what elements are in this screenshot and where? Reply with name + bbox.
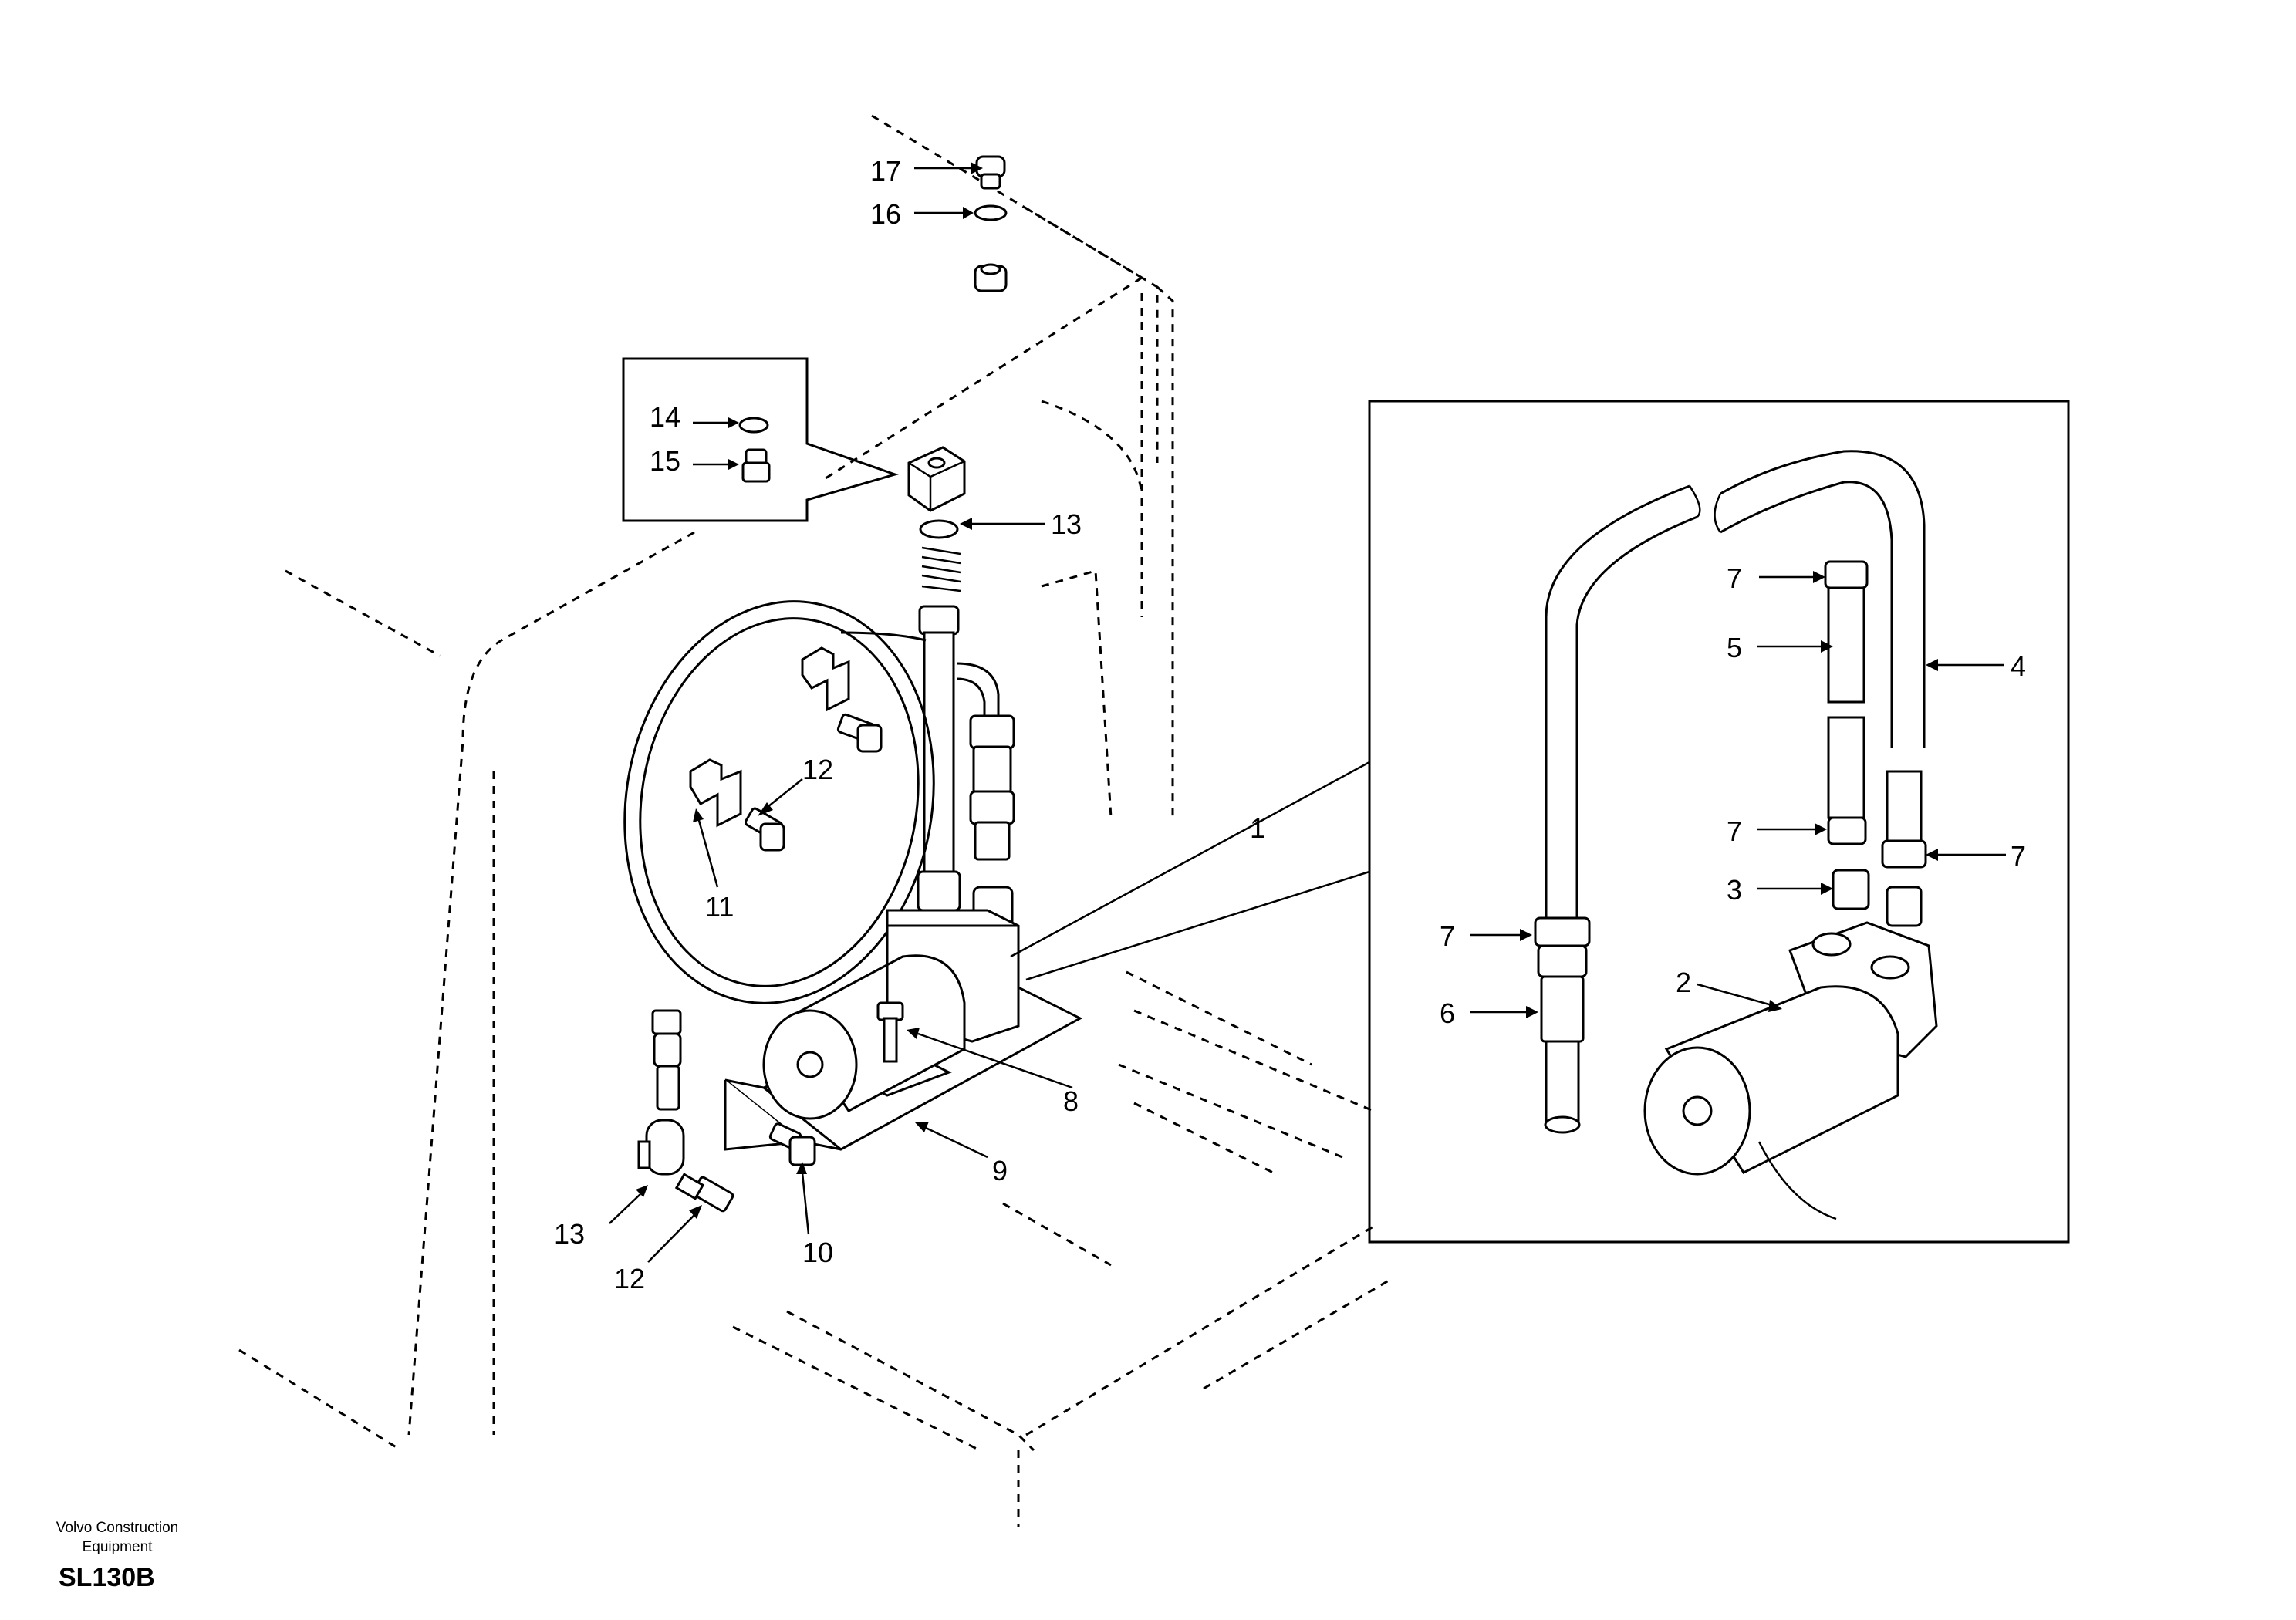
hose-segment-5-icon	[1824, 560, 1869, 845]
bolt-12-bottom-icon	[674, 1173, 734, 1213]
callout-5: 5	[1727, 632, 1742, 663]
leader-arrows	[609, 162, 2006, 1263]
company-name: Volvo Construction Equipment	[40, 1518, 194, 1557]
callout-8: 8	[1063, 1085, 1079, 1117]
arched-hose-icon	[1545, 450, 1926, 949]
hose-loop-icon	[623, 600, 935, 1004]
callout-14: 14	[650, 401, 680, 433]
leader-1	[1010, 761, 1370, 981]
company-line-1: Volvo Construction	[56, 1520, 179, 1536]
pump-motor-2-icon	[1643, 921, 1938, 1220]
callout-15: 15	[650, 445, 680, 477]
callout-7-right: 7	[2011, 840, 2026, 872]
clip-13-icon	[637, 1119, 685, 1176]
callout-10: 10	[802, 1237, 833, 1268]
oring-14-icon	[738, 417, 769, 434]
hose-segment-4-icon	[1881, 770, 1927, 869]
callout-16: 16	[870, 198, 901, 230]
callout-17: 17	[870, 155, 901, 187]
cap-17-icon	[975, 155, 1006, 190]
fitting-15-icon	[741, 448, 771, 483]
company-line-2: Equipment	[82, 1539, 153, 1555]
oring-13-icon	[919, 519, 959, 539]
detail-frame	[1368, 400, 2070, 1244]
hose-end-fitting-icon	[651, 1009, 682, 1111]
model-code: SL130B	[59, 1563, 155, 1592]
callout-2: 2	[1676, 967, 1691, 998]
connector-6-icon	[1534, 916, 1591, 1134]
callout-3: 3	[1727, 874, 1742, 906]
spring-icon	[921, 546, 961, 592]
callout-7-mid: 7	[1727, 815, 1742, 847]
bolt-8-icon	[876, 1001, 904, 1063]
nut-icon	[974, 263, 1008, 292]
callout-4: 4	[2011, 650, 2026, 682]
hose-coupling-icon	[956, 662, 1015, 935]
sensor-block-icon	[907, 446, 966, 512]
callout-1: 1	[1250, 812, 1265, 844]
callout-13-top: 13	[1051, 508, 1082, 540]
washer-16-icon	[974, 204, 1008, 221]
tank-outline-icon	[238, 114, 1389, 1527]
callout-9: 9	[992, 1155, 1008, 1186]
stem-tube-icon	[917, 605, 961, 912]
callout-6: 6	[1440, 997, 1455, 1029]
callout-11: 11	[705, 891, 734, 923]
fitting-3-icon	[1832, 869, 1923, 927]
callout-12-mid: 12	[802, 754, 833, 785]
callout-7-left: 7	[1440, 920, 1455, 952]
callout-13-bottom: 13	[554, 1218, 585, 1250]
bolt-12-icon	[744, 713, 883, 852]
callout-12-bottom: 12	[614, 1263, 645, 1294]
bracket-11-icon	[689, 646, 850, 828]
callout-7-top: 7	[1727, 562, 1742, 594]
detail-inset-box	[622, 357, 899, 522]
